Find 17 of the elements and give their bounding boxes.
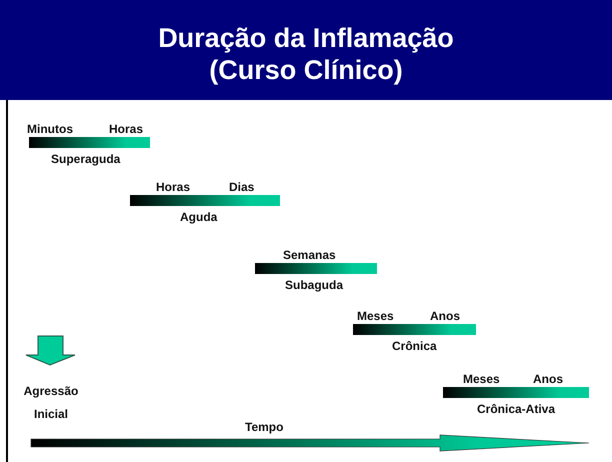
time-unit-label: Horas (156, 180, 190, 194)
title: Duração da Inflamação (Curso Clínico) (157, 22, 455, 86)
phase-label: Aguda (180, 210, 218, 224)
phase-label: Subaguda (285, 278, 344, 292)
phase-label: Crônica (392, 339, 437, 353)
phase-label: Superaguda (51, 152, 120, 166)
time-unit-label: Anos (533, 372, 563, 386)
time-unit-label: Meses (463, 372, 500, 386)
time-unit-label: Semanas (283, 248, 336, 262)
event-label: Agressão Inicial (22, 383, 80, 423)
time-unit-label: Anos (430, 309, 460, 323)
axis-label: Tempo (245, 420, 284, 434)
time-unit-label: Minutos (27, 122, 73, 136)
time-unit-label: Horas (109, 122, 144, 136)
time-unit-label: Dias (229, 180, 254, 194)
phase-label: Crônica-Ativa (477, 402, 556, 416)
time-unit-label: Meses (357, 309, 394, 323)
